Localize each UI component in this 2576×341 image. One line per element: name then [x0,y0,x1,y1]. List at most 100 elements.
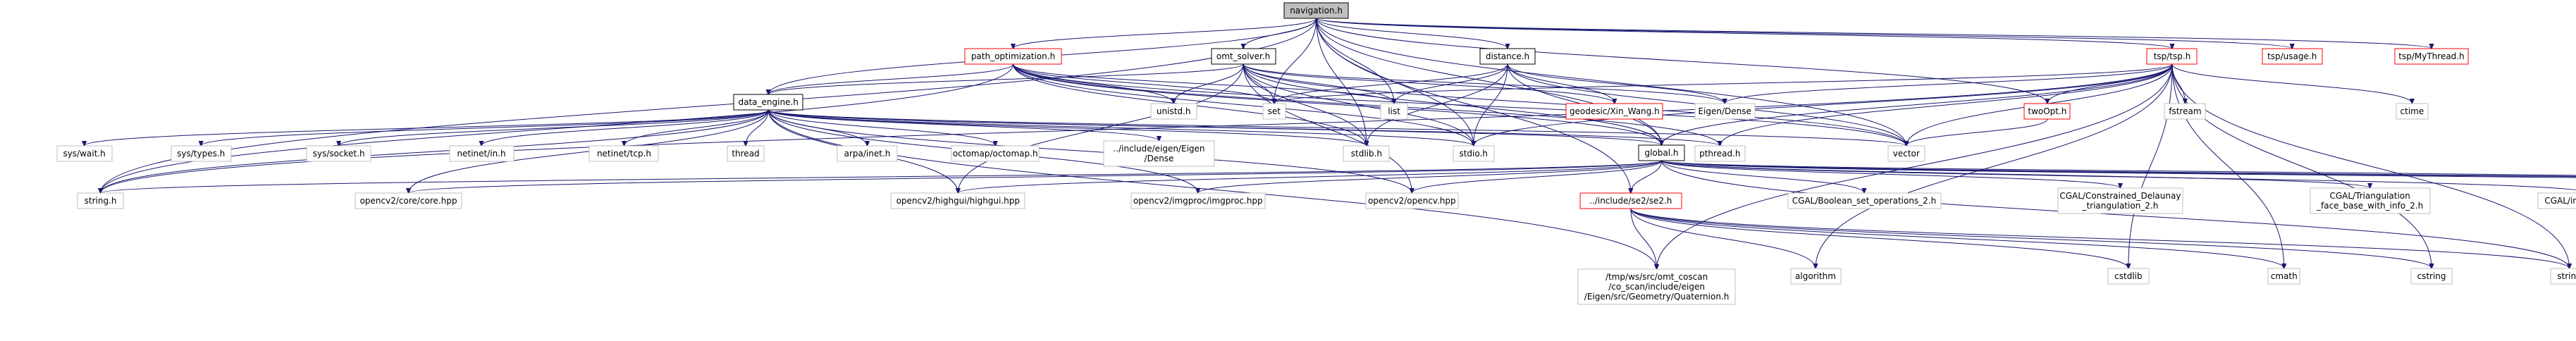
node-box [1211,48,1276,65]
node-cmath[interactable]: cmath [2267,268,2300,285]
node-set[interactable]: set [1262,103,1286,120]
node-box [1887,145,1925,162]
node-string[interactable]: string [2550,268,2576,285]
node-box [1343,145,1390,162]
node-box [890,192,1025,209]
edge-global-to-cgal-pwh [1661,160,2576,178]
node-box [1453,145,1495,162]
node-label: pthread.h [1699,149,1740,159]
node-cstring[interactable]: cstring [2410,268,2453,285]
edge-data-engine-to-octomap [768,109,995,146]
node-cv-highgui[interactable]: opencv2/highgui/highgui.hpp [890,192,1025,209]
node-label: opencv2/core/core.hpp [360,196,457,206]
node-label: _face_base_with_info_2.h [2316,201,2423,211]
node-label: sys/socket.h [313,149,365,159]
edge-se2-to-algorithm [1630,208,1816,268]
edge-omt-solver-to-global [1243,63,1661,145]
node-tsp[interactable]: tsp/tsp.h [2146,48,2198,65]
node-navigation: navigation.h [1283,2,1349,19]
node-octomap[interactable]: octomap/octomap.h [951,145,1040,162]
node-box [2262,48,2323,65]
edge-path-optimization-to-unistd [1013,63,1174,104]
node-sys-types[interactable]: sys/types.h [171,145,232,162]
node-stdlib[interactable]: stdlib.h [1343,145,1390,162]
node-label: opencv2/highgui/highgui.hpp [896,196,1020,206]
node-ctime[interactable]: ctime [2396,103,2429,120]
node-fstream[interactable]: fstream [2164,103,2206,120]
edge-path-optimization-to-list [1013,63,1395,104]
node-tsp-usage[interactable]: tsp/usage.h [2262,48,2323,65]
edge-navigation-to-string-h [101,18,1317,193]
edge-distance-to-stdlib [1367,63,1508,146]
node-unistd[interactable]: unistd.h [1150,103,1197,120]
node-sys-socket[interactable]: sys/socket.h [306,145,371,162]
node-cv-opencv[interactable]: opencv2/opencv.hpp [1365,192,1459,209]
node-cv-core[interactable]: opencv2/core/core.hpp [355,192,462,209]
edge-path-optimization-to-vector [1013,63,1906,146]
node-global[interactable]: global.h [1638,144,1685,161]
node-eigen-dense[interactable]: Eigen/Dense [1694,103,1756,120]
node-label: thread [732,149,759,159]
node-cgal-cdt[interactable]: CGAL/Constrained_Delaunay_triangulation_… [2057,187,2183,214]
node-box [2023,103,2071,120]
node-algorithm[interactable]: algorithm [1790,268,1842,285]
node-label: path_optimization.h [971,51,1055,61]
node-label: stdio.h [1459,149,1487,159]
edge-global-to-string [1661,160,2570,268]
node-twoopt[interactable]: twoOpt.h [2023,103,2071,120]
edge-omt-solver-to-data-engine [768,63,1244,94]
node-cstdlib[interactable]: cstdlib [2107,268,2150,285]
node-vector[interactable]: vector [1887,145,1925,162]
node-thread[interactable]: thread [727,145,765,162]
edge-omt-solver-to-geodesic [1243,63,1615,104]
edge-twoopt-to-vector [1906,118,2048,146]
node-box [2267,268,2300,285]
node-cgal-tfb[interactable]: CGAL/Triangulation_face_base_with_info_2… [2310,187,2431,214]
node-quaternion[interactable]: /tmp/ws/src/omt_coscan/co_scan/include/e… [1577,268,1736,305]
node-label: CGAL/Boolean_set_operations_2.h [1792,196,1936,206]
edge-global-to-cgal-cdt [1661,160,2121,188]
edge-global-to-cv-highgui [958,160,1662,193]
node-list[interactable]: list [1380,103,1408,120]
node-geodesic[interactable]: geodesic/Xin_Wang.h [1565,103,1663,120]
node-pthread[interactable]: pthread.h [1694,145,1746,162]
node-tsp-mythread[interactable]: tsp/MyThread.h [2394,48,2469,65]
node-distance[interactable]: distance.h [1479,48,1536,65]
edge-data-engine-to-string-h [101,109,769,193]
node-omt-solver[interactable]: omt_solver.h [1211,48,1276,65]
node-netinet-tcp[interactable]: netinet/tcp.h [588,145,659,162]
edge-tsp-to-quaternion [1657,63,2173,269]
node-se2[interactable]: ../include/se2/se2.h [1579,192,1682,209]
node-label: Eigen/Dense [1698,106,1751,116]
node-label: /co_scan/include/eigen [1608,282,1705,292]
node-box [1790,268,1842,285]
node-sys-wait[interactable]: sys/wait.h [56,145,113,162]
node-box [1787,192,1942,209]
node-string-h[interactable]: string.h [77,192,124,209]
node-box [1283,2,1349,19]
edge-global-to-cgal-exact [1661,160,2576,176]
edge-tsp-to-string [2171,63,2570,268]
node-box [837,145,898,162]
node-box [2164,103,2206,120]
node-label: distance.h [1486,51,1529,61]
node-netinet-in[interactable]: netinet/in.h [449,145,514,162]
node-box [951,145,1040,162]
edge-tsp-to-cmath [2171,63,2284,268]
node-cv-imgproc[interactable]: opencv2/imgproc/imgproc.hpp [1130,192,1266,209]
node-box [1262,103,1286,120]
node-path-optimization[interactable]: path_optimization.h [964,48,1062,65]
node-cgal-bool[interactable]: CGAL/Boolean_set_operations_2.h [1787,192,1942,209]
node-data-engine[interactable]: data_engine.h [733,94,803,111]
node-cgal-inter[interactable]: CGAL/intersections.h [2537,192,2576,209]
edge-navigation-to-distance [1316,18,1508,49]
node-inc-eigen-dense[interactable]: ../include/eigen/Eigen/Dense [1103,140,1215,167]
node-stdio[interactable]: stdio.h [1453,145,1495,162]
node-arpa-inet[interactable]: arpa/inet.h [837,145,898,162]
edge-se2-to-cstring [1630,208,2432,268]
node-box [306,145,371,162]
node-label: unistd.h [1157,106,1191,116]
node-box [2396,103,2429,120]
edge-data-engine-to-cv-core [409,109,769,193]
edge-tsp-to-cstring [2171,63,2432,268]
